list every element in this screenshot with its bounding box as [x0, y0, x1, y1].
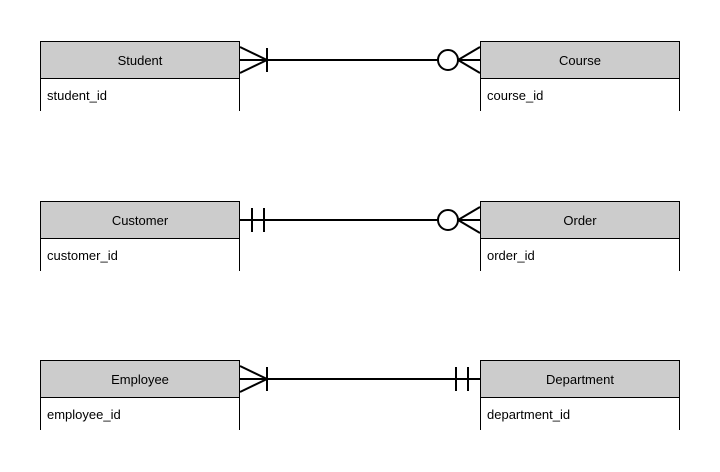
- entity-employee[interactable]: Employee employee_id: [40, 360, 240, 430]
- entity-department-title: Department: [481, 361, 679, 398]
- entity-order[interactable]: Order order_id: [480, 201, 680, 271]
- attribute-course-id: course_id: [487, 87, 544, 103]
- entity-customer-title: Customer: [41, 202, 239, 239]
- attribute-employee-id: employee_id: [47, 406, 121, 422]
- entity-customer-attributes: customer_id: [41, 239, 239, 271]
- connector-customer-order: [240, 206, 481, 234]
- entity-customer[interactable]: Customer customer_id: [40, 201, 240, 271]
- connector-employee-department: [239, 365, 480, 393]
- attribute-student-id: student_id: [47, 87, 107, 103]
- entity-department[interactable]: Department department_id: [480, 360, 680, 430]
- entity-student-title: Student: [41, 42, 239, 79]
- entity-student[interactable]: Student student_id: [40, 41, 240, 111]
- entity-course[interactable]: Course course_id: [480, 41, 680, 111]
- connector-student-course: [239, 46, 481, 74]
- entity-employee-title: Employee: [41, 361, 239, 398]
- entity-order-attributes: order_id: [481, 239, 679, 271]
- entity-employee-attributes: employee_id: [41, 398, 239, 430]
- entity-order-title: Order: [481, 202, 679, 239]
- entity-student-attributes: student_id: [41, 79, 239, 111]
- entity-course-attributes: course_id: [481, 79, 679, 111]
- entity-department-attributes: department_id: [481, 398, 679, 430]
- entity-course-title: Course: [481, 42, 679, 79]
- attribute-order-id: order_id: [487, 247, 535, 263]
- attribute-department-id: department_id: [487, 406, 571, 422]
- attribute-customer-id: customer_id: [47, 247, 118, 263]
